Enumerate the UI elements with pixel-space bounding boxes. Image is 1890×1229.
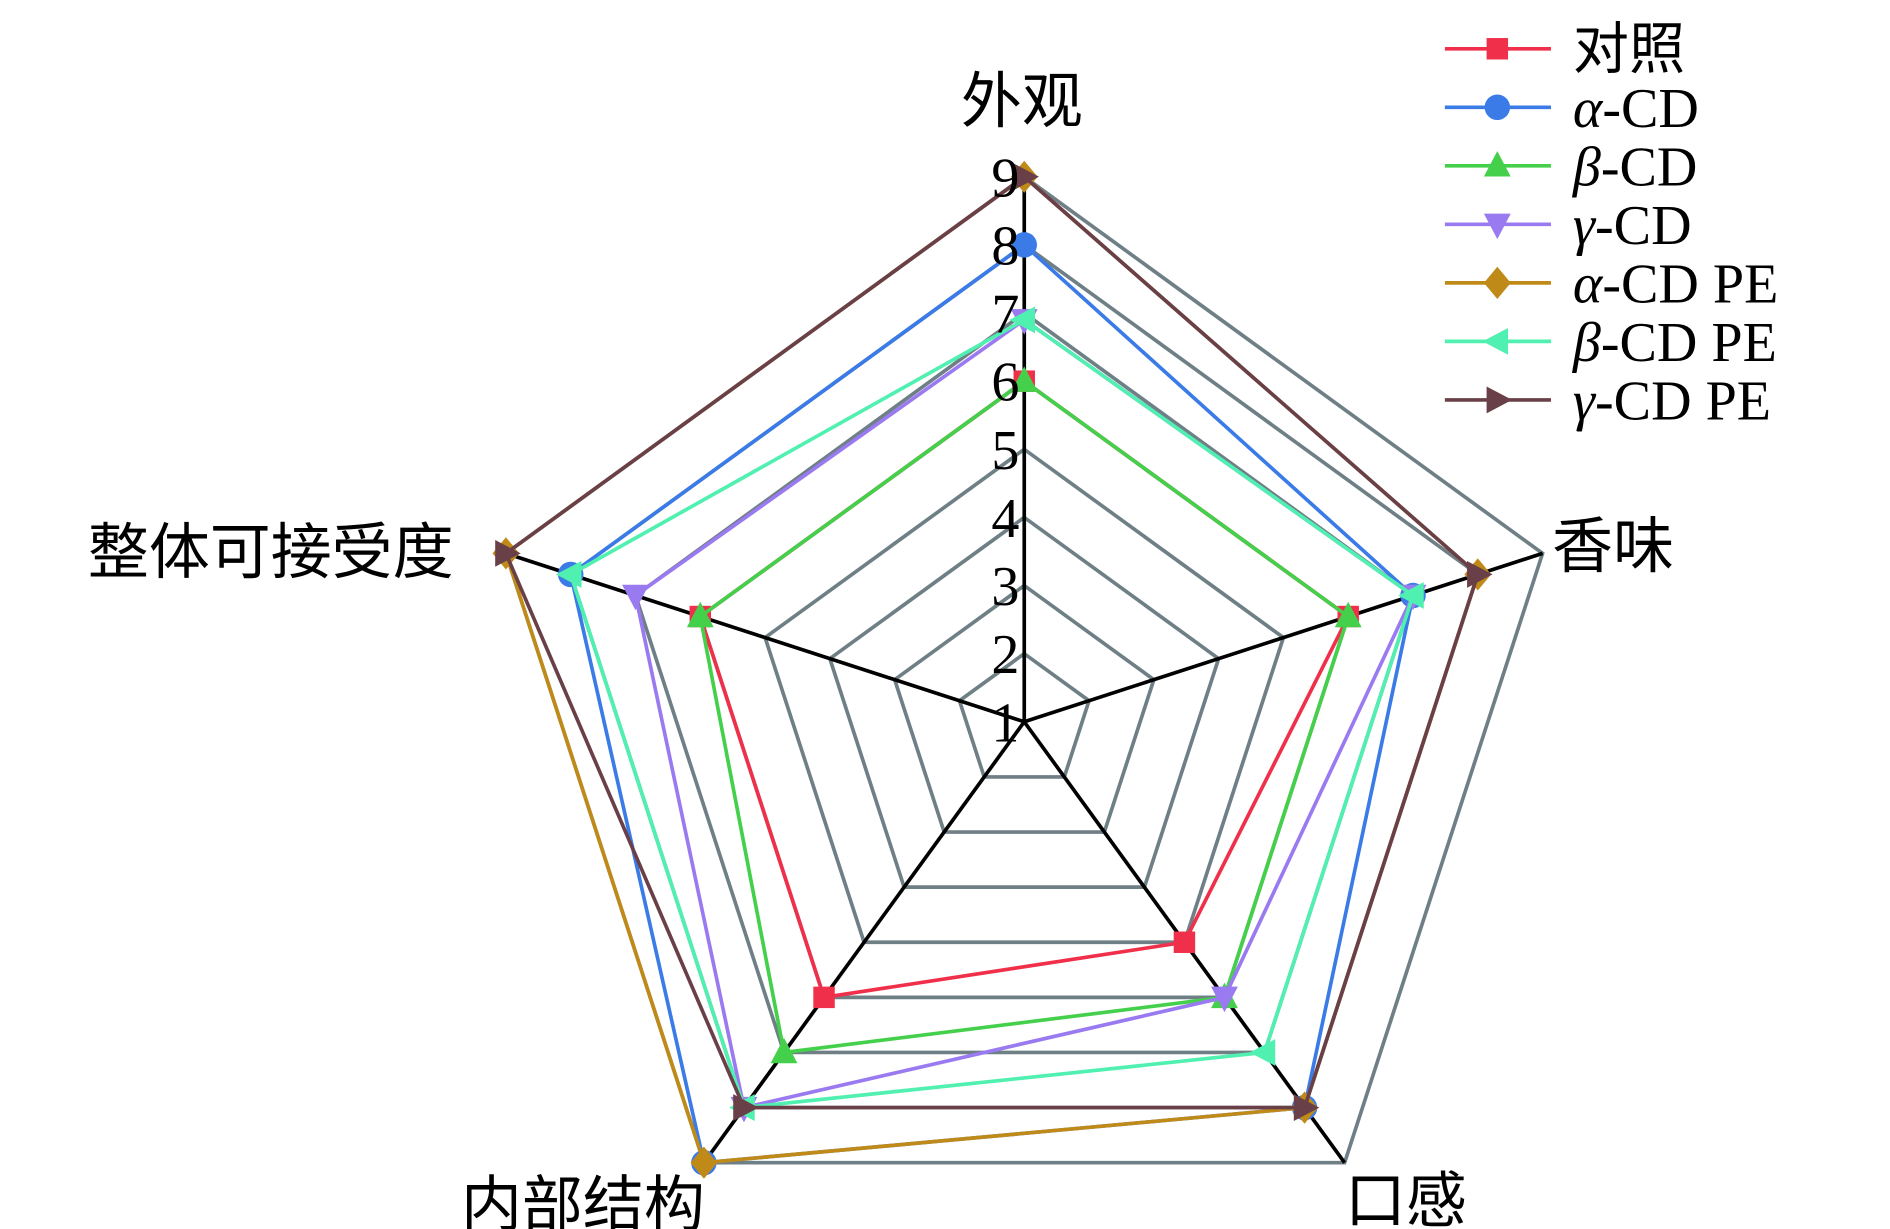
data-point bbox=[1467, 561, 1493, 588]
tick-label: 7 bbox=[991, 284, 1019, 346]
legend-label: β-CD bbox=[1572, 136, 1698, 198]
data-point bbox=[1483, 151, 1511, 177]
tick-label: 5 bbox=[991, 420, 1019, 482]
data-point bbox=[1482, 327, 1509, 355]
legend: 对照α-CDβ-CDγ-CDα-CD PEβ-CD PEγ-CD PE bbox=[1444, 19, 1778, 432]
data-point bbox=[622, 584, 649, 611]
legend-item: γ-CD bbox=[1444, 195, 1692, 257]
data-point bbox=[1009, 306, 1035, 334]
data-point bbox=[1334, 601, 1362, 628]
data-point bbox=[733, 1094, 759, 1122]
data-point bbox=[1486, 38, 1509, 60]
series-β-CD-PE bbox=[555, 306, 1424, 1122]
grid-ring bbox=[827, 515, 1221, 889]
data-point bbox=[1293, 1094, 1320, 1122]
series-line bbox=[698, 378, 1351, 1055]
data-point bbox=[1486, 386, 1513, 414]
axis-line bbox=[1023, 551, 1544, 724]
legend-item: β-CD PE bbox=[1444, 312, 1777, 374]
legend-label: 对照 bbox=[1573, 19, 1685, 81]
tick-label: 8 bbox=[991, 215, 1019, 277]
grid-ring bbox=[762, 447, 1286, 945]
legend-label: α-CD PE bbox=[1573, 253, 1778, 315]
data-point bbox=[1398, 582, 1424, 609]
data-point bbox=[813, 986, 835, 1009]
series-line bbox=[503, 174, 1480, 1110]
legend-label: γ-CD bbox=[1573, 195, 1692, 257]
data-point bbox=[1211, 986, 1238, 1013]
data-point bbox=[770, 1037, 798, 1064]
legend-item: 对照 bbox=[1444, 19, 1685, 81]
data-point bbox=[555, 561, 582, 588]
legend-item: γ-CD PE bbox=[1444, 370, 1771, 432]
series-group bbox=[492, 160, 1493, 1179]
tick-label: 9 bbox=[991, 147, 1019, 209]
data-point bbox=[1483, 213, 1511, 240]
legend-label: β-CD PE bbox=[1572, 312, 1777, 374]
data-point bbox=[1249, 1039, 1276, 1066]
axis-label: 香味 bbox=[1552, 514, 1674, 581]
radar-axes bbox=[505, 176, 1544, 1164]
legend-item: β-CD bbox=[1444, 136, 1698, 198]
tick-label: 2 bbox=[991, 624, 1019, 686]
grid-ring bbox=[957, 651, 1092, 779]
tick-label: 6 bbox=[991, 352, 1019, 414]
data-point bbox=[1483, 266, 1511, 299]
data-point bbox=[1013, 163, 1040, 191]
data-point bbox=[1010, 366, 1038, 392]
data-point bbox=[690, 1146, 718, 1179]
tick-label: 4 bbox=[991, 488, 1019, 550]
axis-label: 内部结构 bbox=[461, 1172, 705, 1229]
axis-label: 整体可接受度 bbox=[88, 520, 454, 587]
data-point bbox=[686, 601, 714, 628]
series-line bbox=[568, 317, 1416, 1110]
series-γ-CD-PE bbox=[495, 163, 1493, 1122]
legend-label: α-CD bbox=[1573, 78, 1699, 140]
data-point bbox=[1484, 94, 1511, 121]
axis-line bbox=[505, 551, 1025, 724]
legend-item: α-CD bbox=[1444, 78, 1699, 140]
axis-label: 外观 bbox=[961, 69, 1083, 136]
grid-ring bbox=[892, 583, 1156, 834]
tick-label: 3 bbox=[991, 556, 1019, 618]
data-point bbox=[1011, 232, 1037, 258]
tick-label: 1 bbox=[991, 692, 1019, 754]
axis-label: 口感 bbox=[1345, 1169, 1467, 1229]
legend-item: α-CD PE bbox=[1444, 253, 1778, 315]
legend-label: γ-CD PE bbox=[1573, 370, 1771, 432]
data-point bbox=[495, 539, 521, 567]
data-point bbox=[1173, 931, 1196, 953]
axis-line bbox=[702, 720, 1026, 1164]
